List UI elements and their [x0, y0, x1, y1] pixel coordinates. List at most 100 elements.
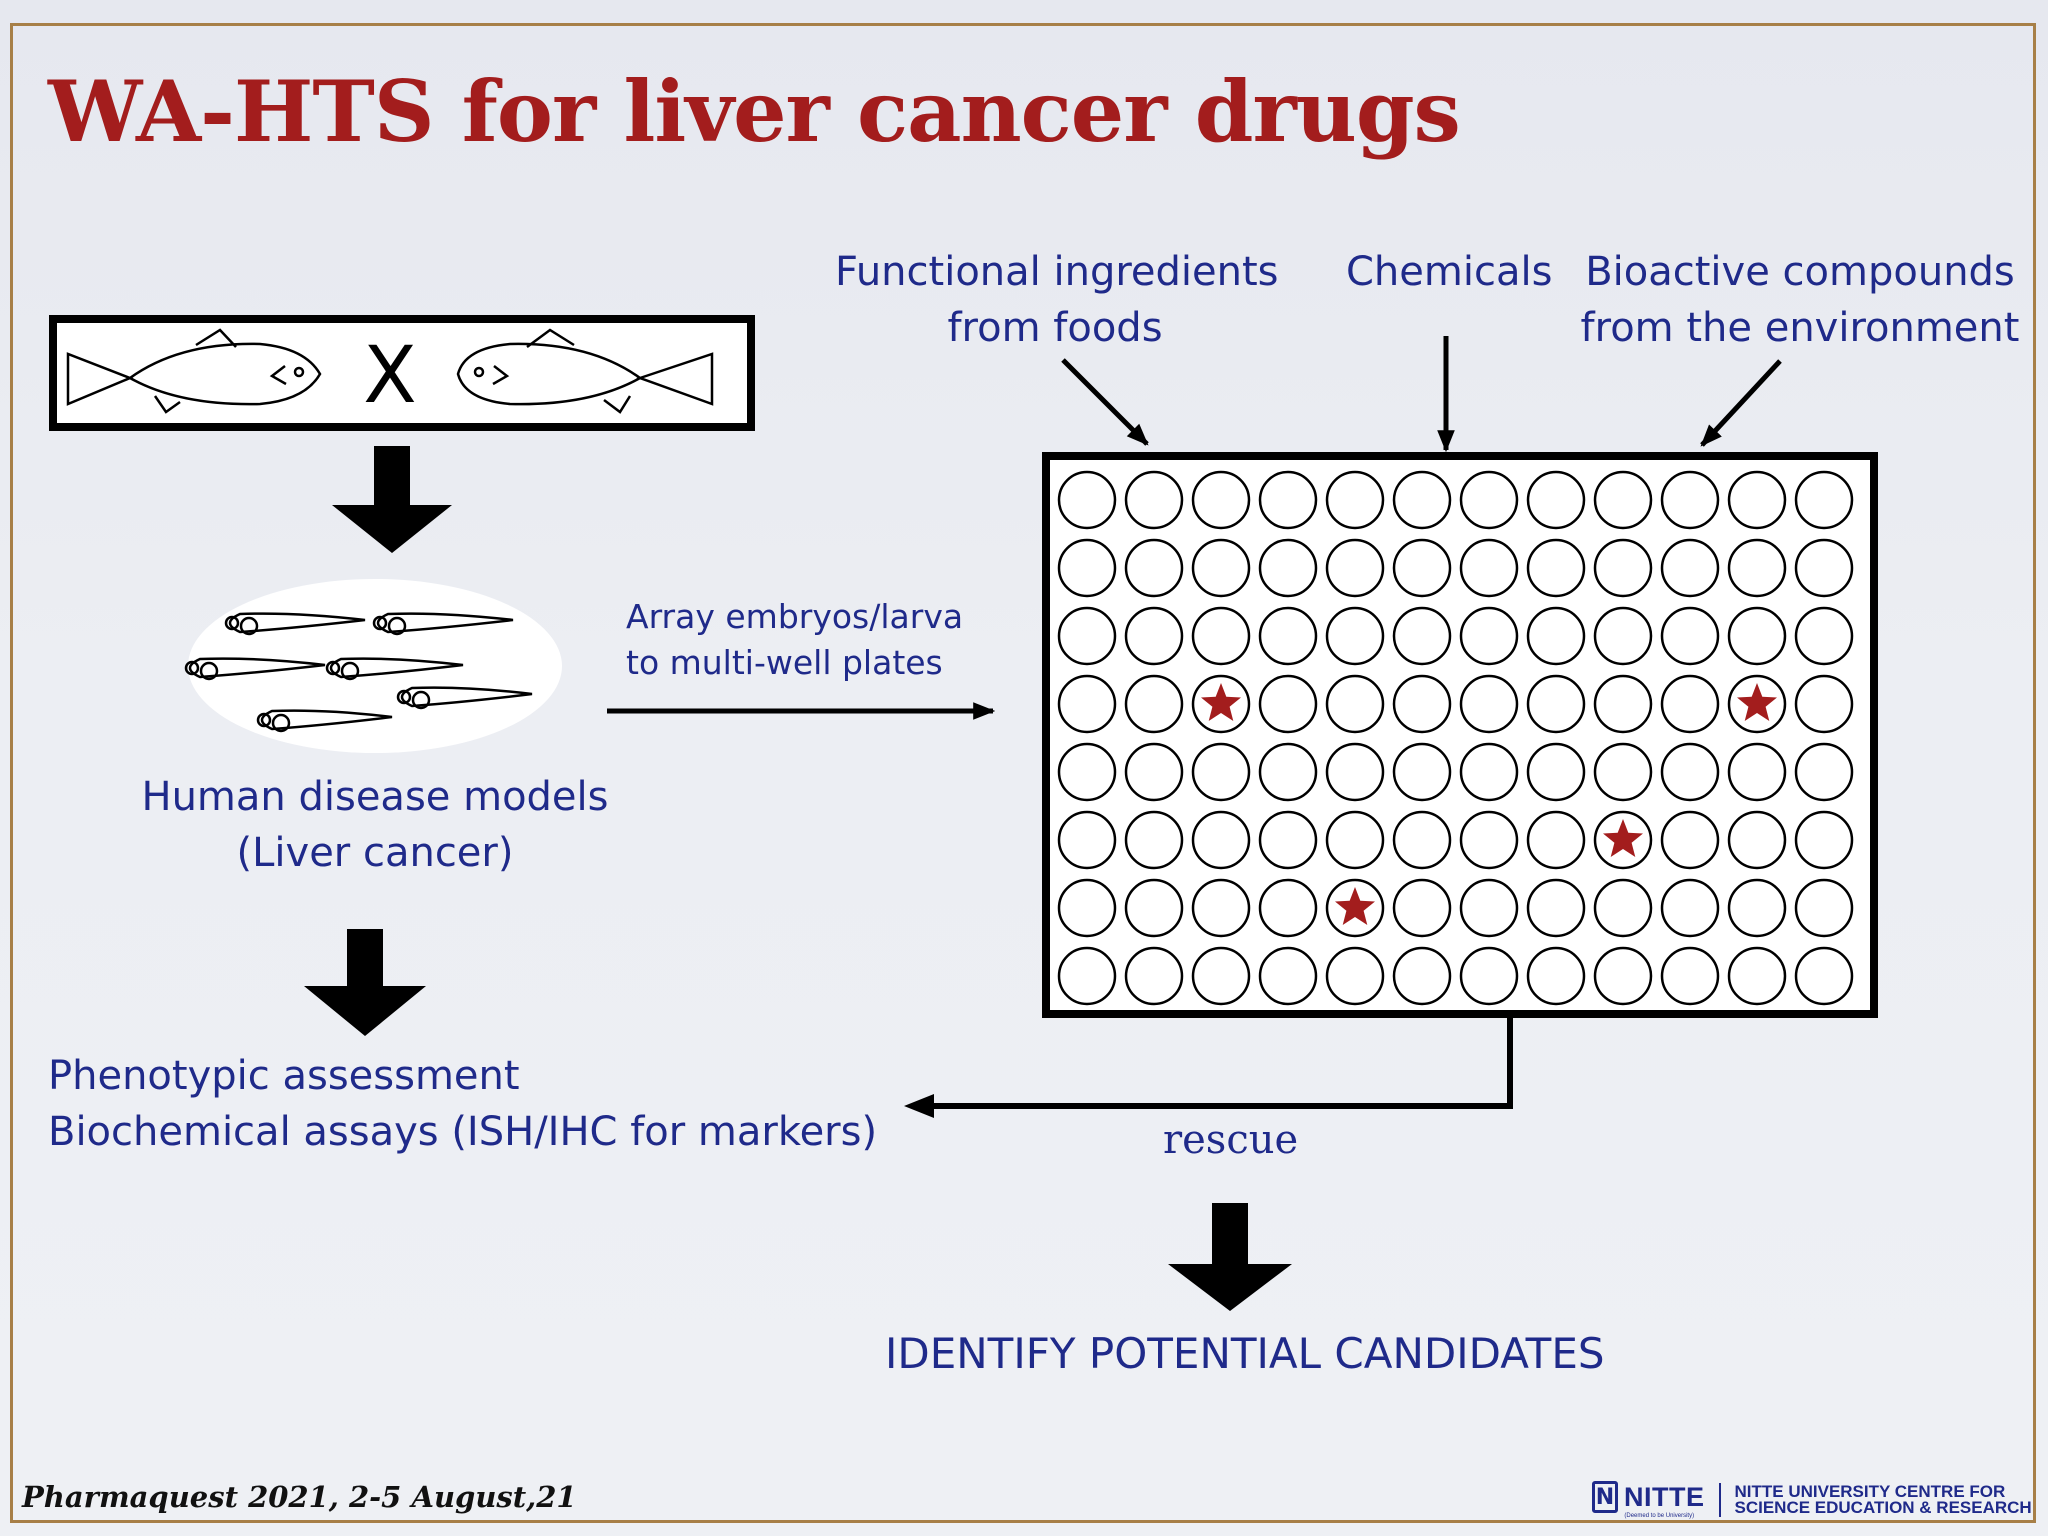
plate-well — [1191, 946, 1251, 1006]
plate-well — [1392, 878, 1452, 938]
plate-well — [1325, 742, 1385, 802]
plate-well — [1392, 538, 1452, 598]
plate-well — [1325, 606, 1385, 666]
plate-well — [1191, 470, 1251, 530]
plate-well — [1459, 538, 1519, 598]
plate-well — [1258, 878, 1318, 938]
rescue-arrow-head — [904, 1094, 934, 1118]
plate-well — [1191, 810, 1251, 870]
plate-well — [1794, 810, 1854, 870]
plate-well — [1325, 538, 1385, 598]
plate-well — [1392, 606, 1452, 666]
plate-well — [1794, 742, 1854, 802]
larva-icon — [184, 657, 326, 681]
multi-well-plate — [1042, 452, 1878, 1018]
phenotypic-assessment-text: Phenotypic assessment — [48, 1053, 520, 1099]
plate-well — [1392, 946, 1452, 1006]
plate-well — [1526, 946, 1586, 1006]
plate-well — [1593, 674, 1653, 734]
plate-well — [1459, 946, 1519, 1006]
plate-well — [1727, 810, 1787, 870]
plate-well — [1593, 606, 1653, 666]
plate-well — [1459, 742, 1519, 802]
plate-well — [1057, 878, 1117, 938]
plate-well — [1526, 674, 1586, 734]
plate-well — [1057, 538, 1117, 598]
plate-well — [1794, 878, 1854, 938]
plate-well — [1459, 674, 1519, 734]
plate-well — [1593, 538, 1653, 598]
plate-well — [1057, 470, 1117, 530]
plate-well — [1392, 470, 1452, 530]
plate-well — [1660, 470, 1720, 530]
nitte-centre-line1: NITTE UNIVERSITY CENTRE FOR — [1734, 1482, 2006, 1501]
plate-well — [1325, 946, 1385, 1006]
plate-well — [1794, 470, 1854, 530]
plate-well — [1258, 606, 1318, 666]
functional-ingredients-label: Functional ingredients from foods — [835, 244, 1279, 356]
plate-well — [1593, 878, 1653, 938]
plate-well — [1124, 878, 1184, 938]
nitte-logo: N NITTE (Deemed to be University) NITTE … — [1592, 1476, 2032, 1524]
plate-well — [1727, 538, 1787, 598]
plate-well — [1124, 742, 1184, 802]
plate-well — [1526, 538, 1586, 598]
plate-well — [1526, 606, 1586, 666]
plate-well — [1124, 946, 1184, 1006]
hit-star-icon — [1201, 683, 1241, 721]
plate-well — [1258, 470, 1318, 530]
slide-frame — [10, 23, 2036, 1523]
plate-well — [1727, 742, 1787, 802]
array-line2: to multi-well plates — [626, 643, 943, 683]
larva-icon — [372, 612, 514, 636]
plate-well — [1660, 946, 1720, 1006]
functional-ingredients-line2: from foods — [947, 305, 1163, 351]
plate-well — [1124, 810, 1184, 870]
plate-well — [1794, 674, 1854, 734]
nitte-centre-text: NITTE UNIVERSITY CENTRE FOR SCIENCE EDUC… — [1734, 1482, 2032, 1516]
plate-well — [1124, 538, 1184, 598]
plate-well — [1660, 538, 1720, 598]
logo-divider — [1718, 1483, 1721, 1517]
plate-well — [1258, 810, 1318, 870]
hit-star-icon — [1603, 819, 1643, 857]
plate-well — [1526, 878, 1586, 938]
plate-well — [1526, 810, 1586, 870]
plate-well — [1459, 470, 1519, 530]
down-arrow-2 — [304, 929, 426, 1036]
disease-model-label: Human disease models (Liver cancer) — [140, 769, 610, 881]
identify-candidates-label: IDENTIFY POTENTIAL CANDIDATES — [885, 1329, 1605, 1378]
plate-well — [1191, 878, 1251, 938]
breeding-cross-box: X — [49, 315, 755, 431]
plate-wells — [1057, 470, 1854, 1006]
right-fish-icon — [456, 328, 714, 414]
nitte-logo-sub: (Deemed to be University) — [1624, 1513, 1695, 1519]
plate-well — [1727, 946, 1787, 1006]
bioactive-compounds-arrow — [1700, 359, 1782, 447]
plate-well — [1191, 538, 1251, 598]
plate-well — [1057, 946, 1117, 1006]
plate-well — [1124, 674, 1184, 734]
chemicals-label: Chemicals — [1346, 249, 1553, 295]
plate-well — [1057, 810, 1117, 870]
bioactive-line2: from the environment — [1580, 305, 2020, 351]
plate-well — [1392, 674, 1452, 734]
plate-well — [1258, 538, 1318, 598]
plate-well — [1325, 810, 1385, 870]
down-arrow-3 — [1168, 1203, 1292, 1311]
larva-icon — [256, 709, 393, 733]
plate-well — [1593, 742, 1653, 802]
plate-well — [1660, 606, 1720, 666]
biochemical-assays-text: Biochemical assays (ISH/IHC for markers) — [48, 1109, 878, 1155]
nitte-n-icon: N — [1592, 1481, 1618, 1513]
footer-event: Pharmaquest 2021, 2-5 August,21 — [22, 1480, 577, 1514]
plate-well — [1459, 810, 1519, 870]
plate-well — [1794, 946, 1854, 1006]
plate-well — [1057, 742, 1117, 802]
plate-well — [1124, 470, 1184, 530]
array-line1: Array embryos/larva — [626, 597, 964, 636]
plate-well — [1727, 606, 1787, 666]
plate-well — [1392, 742, 1452, 802]
plate-well — [1660, 810, 1720, 870]
